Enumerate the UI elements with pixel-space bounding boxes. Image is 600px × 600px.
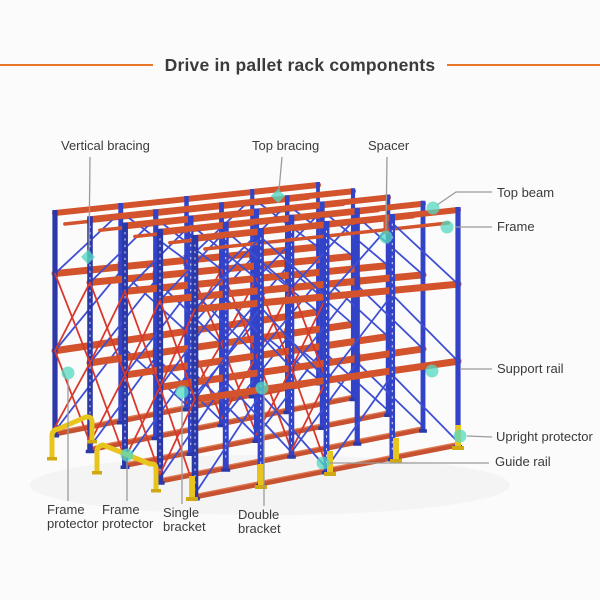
label-top-bracing: Top bracing (252, 138, 320, 153)
single-bracket-marker (175, 385, 189, 399)
vertical-bracing-leader (88, 156, 91, 252)
frame-marker (440, 220, 454, 234)
top-beam-marker (426, 201, 440, 215)
frame-protector-front-marker (120, 448, 134, 462)
label-frame: Frame (497, 219, 535, 234)
page-title: Drive in pallet rack components (164, 54, 436, 75)
label-top-beam: Top beam (497, 185, 555, 200)
guide-rail-marker (316, 456, 330, 470)
top-bracing-marker (270, 188, 286, 204)
title-rule-left (0, 64, 153, 66)
label-frame-protector-left: Frame protector (47, 502, 99, 532)
label-vertical-bracing: Vertical bracing (61, 138, 150, 153)
upright-protector-leader (466, 435, 493, 438)
label-frame-protector-front: Frame protector (102, 502, 154, 532)
floor-shadow (30, 455, 510, 515)
label-spacer: Spacer (368, 138, 410, 153)
support-rail-marker (425, 364, 439, 378)
label-support-rail: Support rail (497, 361, 564, 376)
title-rule-right (447, 64, 600, 66)
top-bracing-leader (278, 156, 283, 191)
pallet-rack-drawing (47, 182, 464, 501)
label-upright-protector: Upright protector (496, 429, 593, 444)
title-bar: Drive in pallet rack components (0, 54, 600, 76)
spacer-leader (385, 156, 388, 231)
vertical-bracing-marker (80, 249, 96, 265)
label-double-bracket: Double bracket (238, 507, 281, 537)
upright-protector-marker (453, 429, 467, 443)
double-bracket-marker (255, 381, 269, 395)
top-beam-leader (436, 191, 492, 206)
label-single-bracket: Single bracket (163, 505, 206, 535)
label-guide-rail: Guide rail (495, 454, 551, 469)
annotation-layer (61, 156, 493, 506)
frame-protector-left-marker (61, 366, 75, 380)
spacer-marker (379, 230, 393, 244)
